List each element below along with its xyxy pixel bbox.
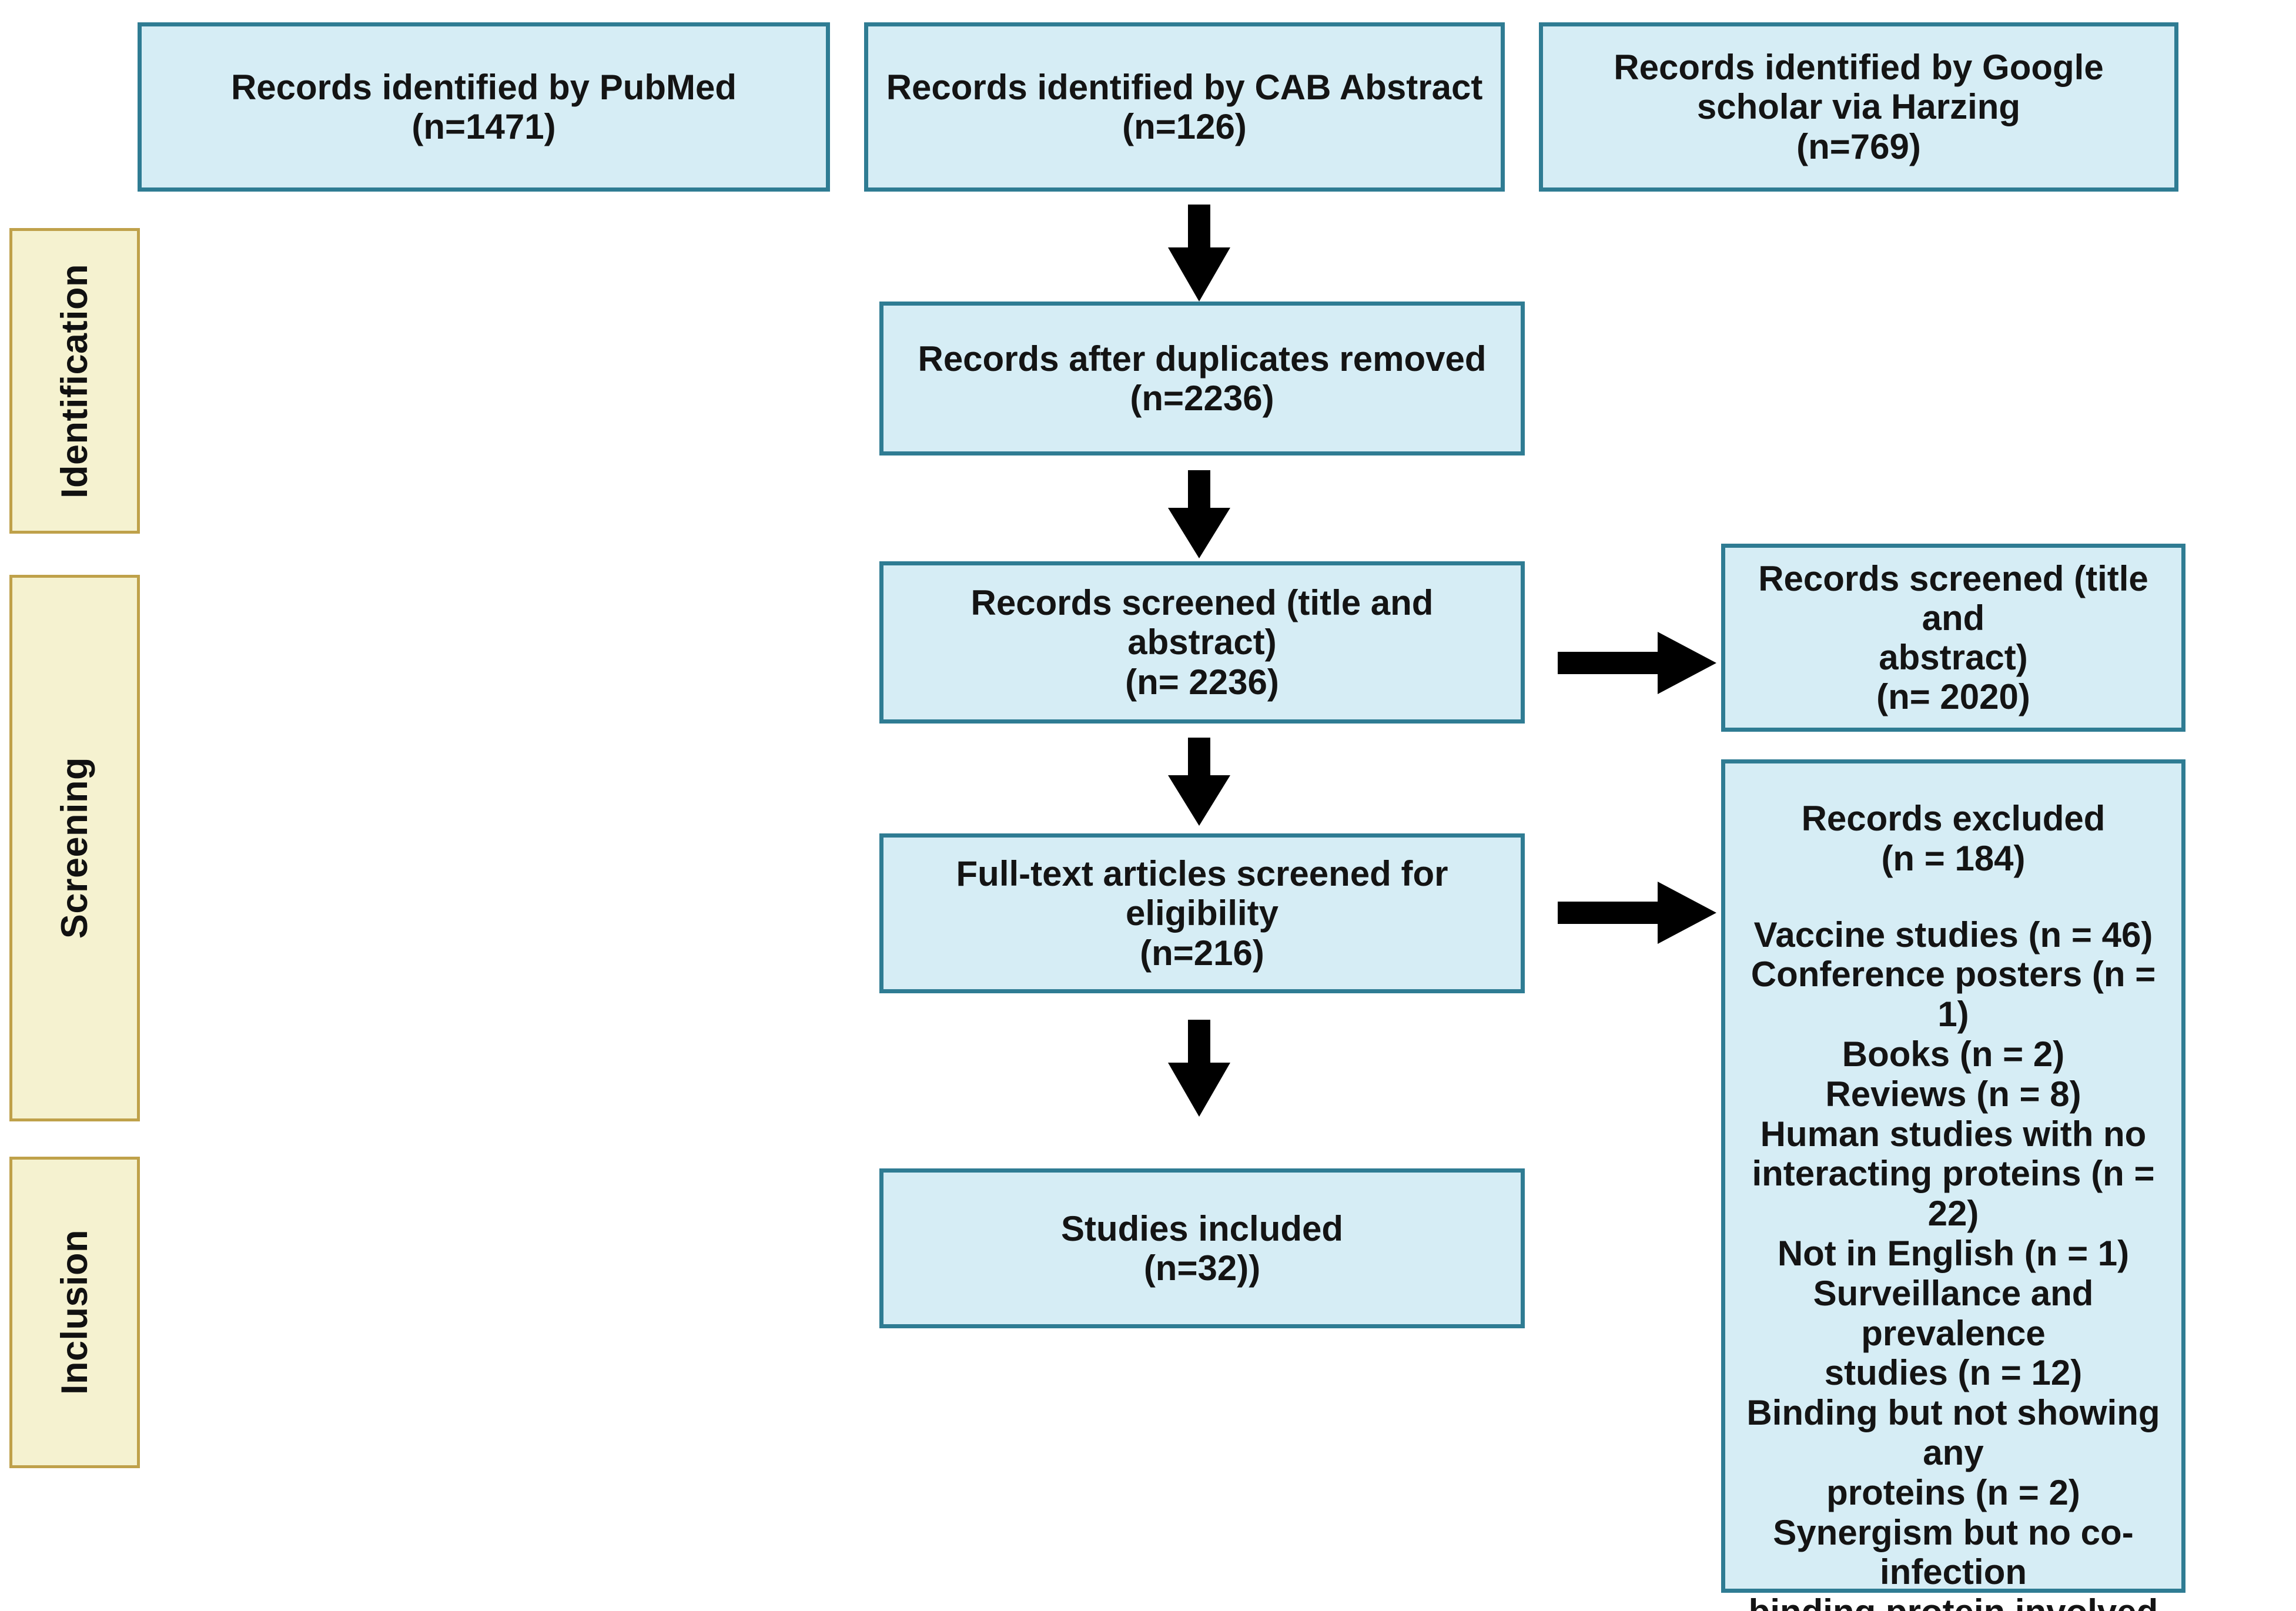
excluded-reason-item: interacting proteins (n = 22) [1752, 1154, 2155, 1234]
arrow-down-to-fulltext-screened [1152, 738, 1246, 826]
box-records-identified-cab-abstract-text: Records identified by CAB Abstract (n=12… [886, 67, 1483, 146]
excluded-reason-item: studies (n = 12) [1824, 1353, 2083, 1393]
box-records-screened-text: Records screened (title and abstract) (n… [970, 583, 1434, 702]
box-records-identified-google-scholar-text: Records identified by Google scholar via… [1614, 48, 2104, 166]
box-records-identified-google-scholar: Records identified by Google scholar via… [1539, 22, 2178, 192]
box-records-identified-pubmed-text: Records identified by PubMed (n=1471) [230, 67, 737, 146]
stage-label-inclusion: Inclusion [9, 1157, 140, 1468]
box-fulltext-articles-screened-text: Full-text articles screened for eligibil… [956, 854, 1448, 973]
stage-label-identification: Identification [9, 228, 140, 534]
excluded-reason-item: Surveillance and prevalence [1813, 1273, 2094, 1353]
box-fulltext-articles-screened: Full-text articles screened for eligibil… [879, 833, 1525, 993]
arrow-down-to-duplicates-removed [1152, 205, 1246, 302]
stage-label-identification-text: Identification [54, 263, 95, 498]
excluded-reason-item: binding protein involved in the [1736, 1592, 2171, 1611]
stage-label-screening-text: Screening [54, 757, 95, 939]
box-records-after-duplicates-removed: Records after duplicates removed (n=2236… [879, 302, 1525, 455]
stage-label-inclusion-text: Inclusion [54, 1230, 95, 1395]
box-records-screened-excluded-2020-text: Records screened (title and abstract) (n… [1758, 558, 2148, 717]
box-records-screened-excluded-2020: Records screened (title and abstract) (n… [1721, 544, 2185, 732]
excluded-reason-item: Human studies with no [1760, 1114, 2147, 1154]
excluded-reason-item: Reviews (n = 8) [1825, 1074, 2081, 1114]
excluded-reason-item: Conference posters (n = 1) [1751, 954, 2156, 1034]
excluded-reason-item: Vaccine studies (n = 46) [1753, 915, 2153, 954]
excluded-reason-item: Synergism but no co-infection [1773, 1512, 2134, 1592]
box-studies-included: Studies included (n=32)) [879, 1168, 1525, 1328]
box-records-excluded: Records excluded (n = 184) Vaccine studi… [1721, 759, 2185, 1611]
excluded-reason-item: Books (n = 2) [1842, 1034, 2065, 1074]
excluded-reason-item: proteins (n = 2) [1826, 1472, 2080, 1512]
arrow-down-to-records-screened [1152, 470, 1246, 558]
excluded-reason-item: Binding but not showing any [1746, 1393, 2160, 1472]
stage-label-screening: Screening [9, 575, 140, 1121]
arrow-right-to-records-screened-2020 [1558, 620, 1716, 705]
arrow-down-to-studies-included [1152, 1020, 1246, 1117]
arrow-right-to-records-excluded [1558, 870, 1716, 955]
box-records-identified-cab-abstract: Records identified by CAB Abstract (n=12… [864, 22, 1505, 192]
box-records-excluded-reasons: Vaccine studies (n = 46) Conference post… [1725, 915, 2181, 1611]
box-studies-included-text: Studies included (n=32)) [1060, 1208, 1344, 1288]
box-records-identified-pubmed: Records identified by PubMed (n=1471) [138, 22, 830, 192]
excluded-reason-item: Not in English (n = 1) [1777, 1233, 2130, 1273]
box-records-screened: Records screened (title and abstract) (n… [879, 561, 1525, 724]
box-records-after-duplicates-removed-text: Records after duplicates removed (n=2236… [918, 339, 1487, 418]
box-records-excluded-heading: Records excluded (n = 184) [1801, 799, 2106, 878]
